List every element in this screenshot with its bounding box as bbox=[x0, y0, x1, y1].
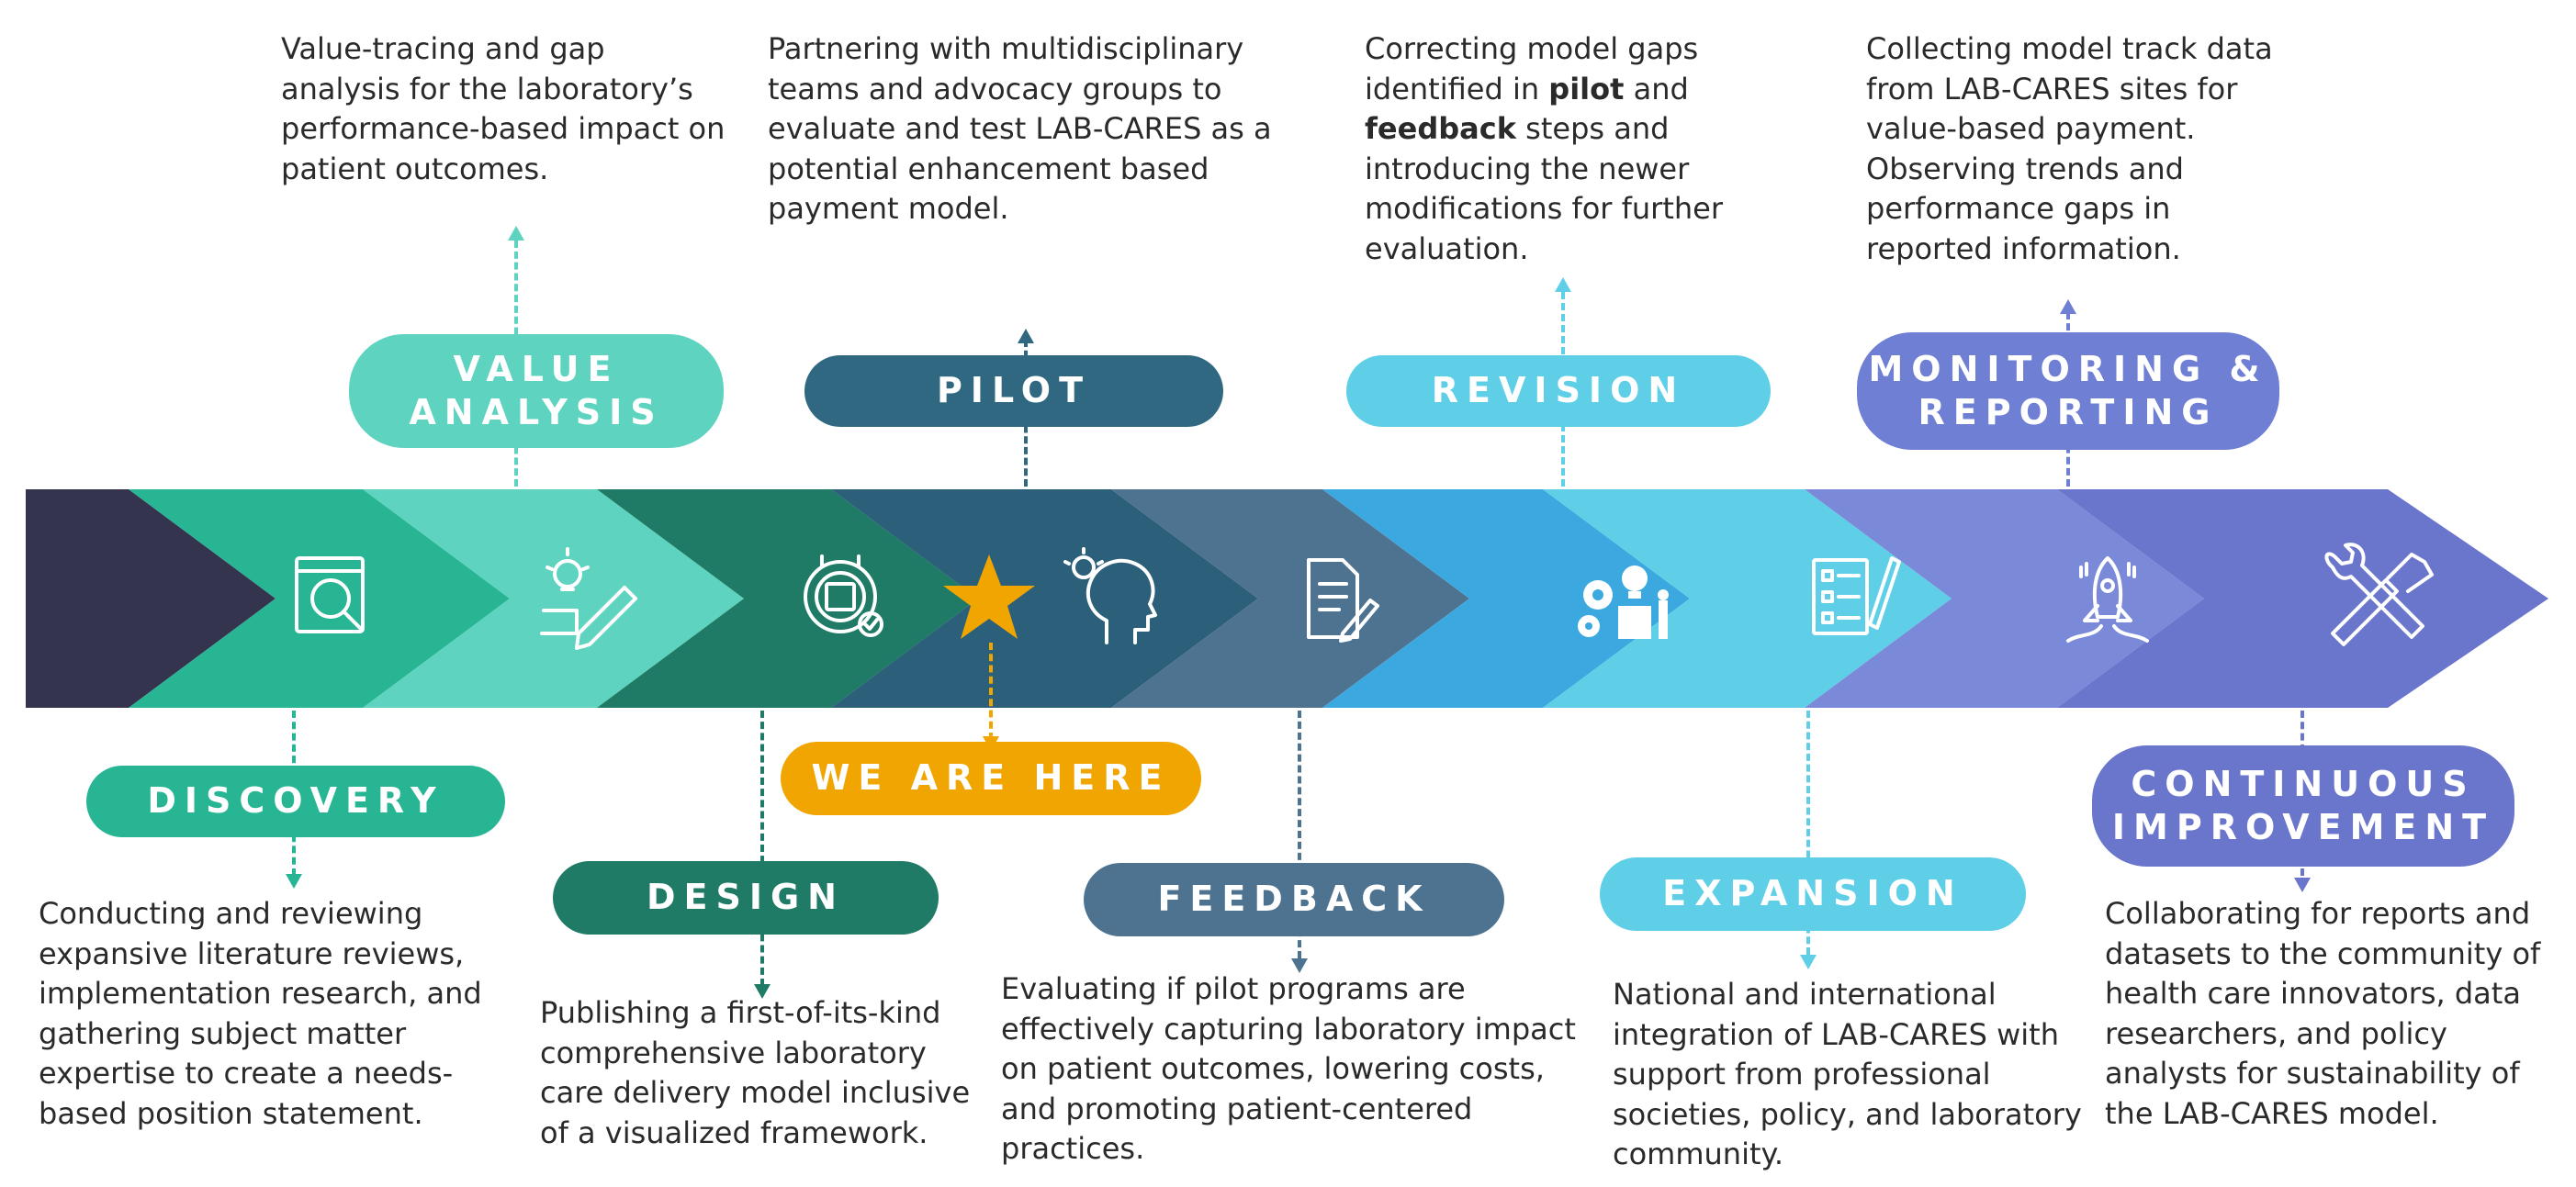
stage-pill-pilot: PILOT bbox=[804, 355, 1223, 427]
gear-box-icon bbox=[804, 554, 883, 637]
stage-pill-revision: REVISION bbox=[1346, 355, 1771, 427]
chevron-segment-design bbox=[597, 489, 978, 708]
we-are-here-badge: WE ARE HERE bbox=[781, 742, 1201, 815]
stage-desc-value-analysis: Value-tracing and gap analysis for the l… bbox=[281, 31, 726, 186]
stage-pill-continuous: CONTINUOUS IMPROVEMENT bbox=[2092, 745, 2514, 867]
chevron-segment-value-analysis bbox=[363, 489, 744, 708]
chevron-segment-feedback bbox=[1111, 489, 1469, 708]
stage-pill-discovery: DISCOVERY bbox=[86, 766, 505, 837]
chevron-segment-monitoring bbox=[1805, 489, 2204, 708]
arrowhead-pilot bbox=[1018, 329, 1034, 343]
arrowhead-discovery bbox=[286, 874, 302, 889]
chevron-segment-start bbox=[26, 489, 276, 708]
arrowhead-monitoring bbox=[2060, 299, 2076, 314]
stage-pill-monitoring: MONITORING & REPORTING bbox=[1857, 332, 2279, 450]
arrowhead-expansion bbox=[1800, 955, 1817, 969]
arrowhead-revision bbox=[1555, 277, 1571, 292]
stage-desc-monitoring: Collecting model track data from LAB-CAR… bbox=[1866, 31, 2273, 266]
revision-desc-pre: Correcting model gaps identified in bbox=[1365, 31, 1699, 106]
revision-desc-bold-feedback: feedback bbox=[1365, 111, 1516, 147]
stage-desc-feedback: Evaluating if pilot programs are effecti… bbox=[1001, 971, 1576, 1167]
arrowhead-design bbox=[754, 984, 771, 999]
connector-expansion bbox=[1806, 711, 1810, 955]
stage-desc-discovery: Conducting and reviewing expansive liter… bbox=[39, 896, 482, 1131]
stage-pill-design: DESIGN bbox=[553, 861, 939, 935]
connector-design bbox=[760, 711, 764, 986]
stage-desc-pilot: Partnering with multidisciplinary teams … bbox=[768, 31, 1272, 227]
arrowhead-continuous bbox=[2294, 878, 2311, 892]
gears-lightbulb-icon bbox=[1578, 566, 1669, 639]
revision-desc-bold-pilot: pilot bbox=[1548, 71, 1625, 106]
stage-desc-design: Publishing a first-of-its-kind comprehen… bbox=[540, 995, 971, 1150]
revision-desc-mid: and bbox=[1624, 71, 1689, 106]
revision-desc-post: steps and introducing the newer modifica… bbox=[1365, 111, 1723, 266]
rocket-icon bbox=[2066, 556, 2149, 643]
lightbulb-head-icon bbox=[1063, 547, 1157, 644]
stage-pill-expansion: EXPANSION bbox=[1600, 857, 2026, 931]
stage-pill-value-analysis: VALUE ANALYSIS bbox=[349, 334, 724, 448]
connector-feedback bbox=[1298, 711, 1301, 958]
chevron-segment-discovery bbox=[129, 489, 510, 708]
stage-desc-continuous: Collaborating for reports and datasets t… bbox=[2105, 896, 2541, 1131]
chevron-segment-expansion bbox=[1543, 489, 1952, 708]
stage-desc-expansion: National and international integration o… bbox=[1613, 977, 2082, 1172]
arrowhead-value-analysis bbox=[508, 226, 524, 241]
stage-pill-feedback: FEEDBACK bbox=[1084, 863, 1504, 936]
document-pen-icon bbox=[1307, 558, 1379, 643]
chevron-segment-continuous bbox=[2057, 489, 2548, 708]
chevron-segment-revision bbox=[1322, 489, 1690, 708]
connector-we-are-here bbox=[989, 643, 993, 740]
tools-icon bbox=[2324, 543, 2434, 646]
stage-desc-revision: Correcting model gaps identified in pilo… bbox=[1365, 29, 1824, 269]
magnifier-window-icon bbox=[295, 556, 365, 633]
checklist-pen-icon bbox=[1812, 556, 1901, 635]
chevron-segment-pilot bbox=[831, 489, 1258, 708]
arrowhead-feedback bbox=[1291, 958, 1308, 973]
star-icon bbox=[943, 554, 1035, 639]
lightbulb-pencil-icon bbox=[540, 547, 637, 650]
